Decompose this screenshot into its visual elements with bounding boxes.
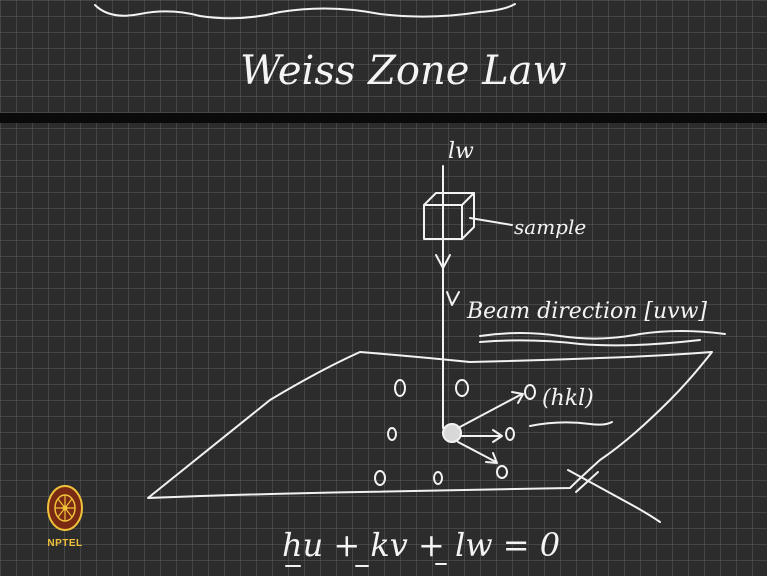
beam-direction-underline-2 [479,339,701,347]
diffraction-spots [374,379,536,486]
nptel-logo-text: NPTEL [47,538,83,549]
plane-edge-cross [575,471,599,493]
beam-direction-label: Beam direction [uvw] [466,299,707,324]
scattering-vectors [457,391,524,464]
sample-cube [423,192,513,240]
spot [505,427,515,441]
plane-edge-line [567,469,661,523]
hkl-underline [529,421,613,427]
top-wavy-line [94,3,516,20]
title-text: Weiss Zone Law [240,48,567,94]
spot [455,379,469,397]
spot [524,384,536,400]
beam-arrow-1 [435,254,451,269]
spot [374,470,386,486]
reciprocal-plane [147,351,713,499]
spot [496,465,508,479]
spot [394,379,406,397]
hkl-label: (hkl) [542,386,594,411]
spot [387,427,397,441]
incident-label: lw [448,139,474,164]
sample-label: sample [514,215,586,239]
nptel-wheel-icon [47,485,83,531]
divider-bar [0,113,767,123]
zone-law-equation: hu + kv + lw = 0 [282,526,560,564]
beam-direction-underline [479,330,726,340]
center-spot [442,423,462,443]
spot [433,471,443,485]
beam-arrow-2 [446,291,460,306]
nptel-logo: NPTEL [40,478,90,550]
